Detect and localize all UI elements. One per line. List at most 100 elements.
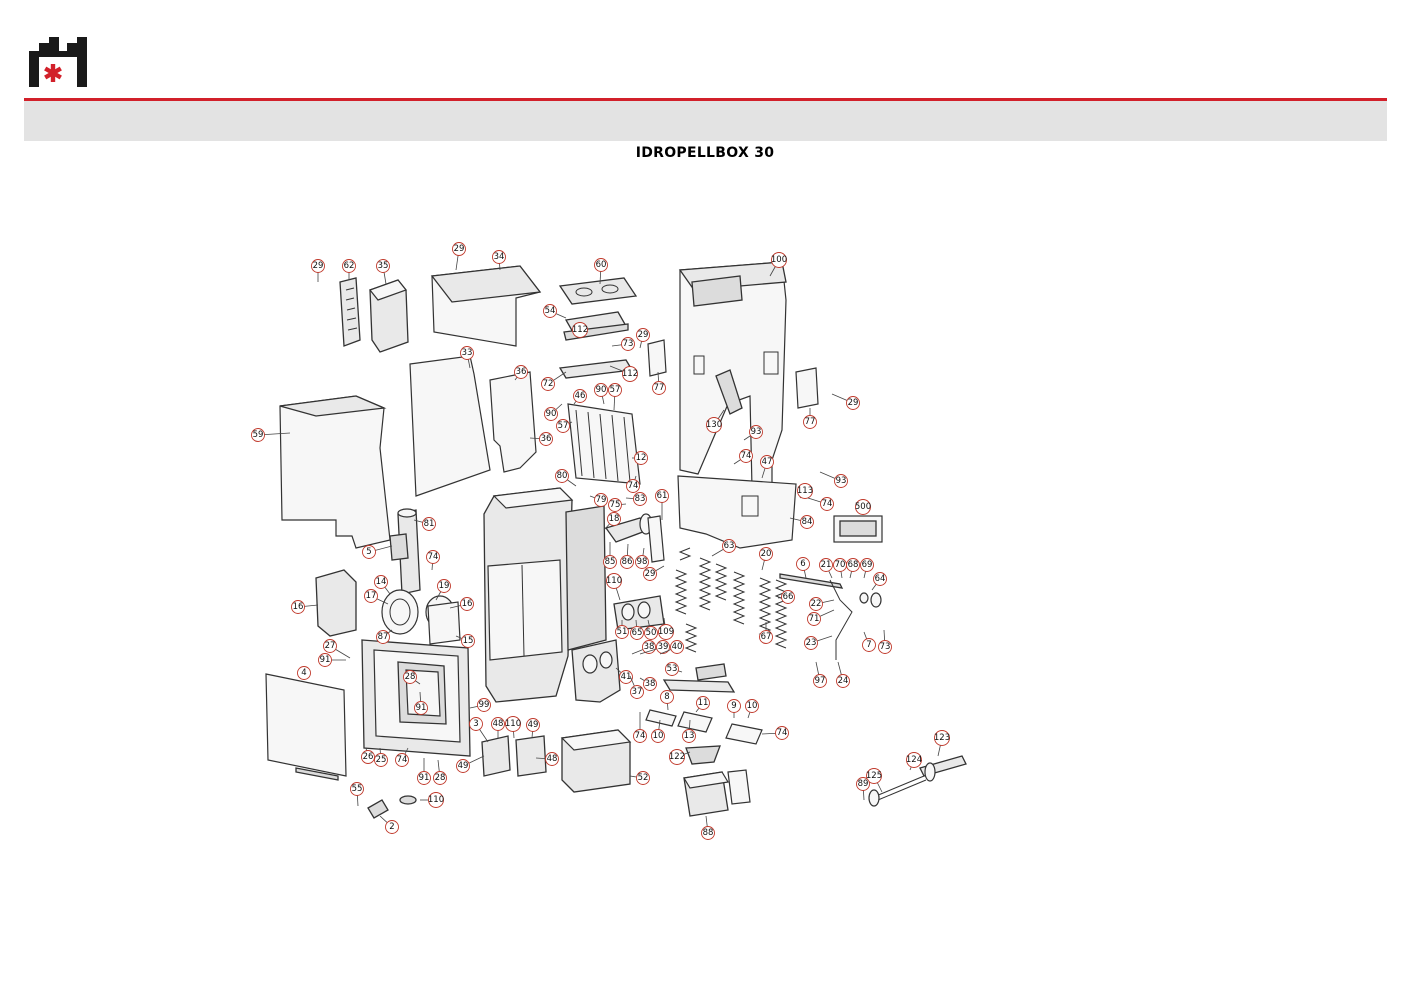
callout-100: 100 <box>769 252 787 277</box>
callout-label: 59 <box>253 430 264 440</box>
callout-65: 65 <box>630 619 644 640</box>
callout-75: 75 <box>608 498 627 512</box>
callout-circle <box>878 640 892 654</box>
callout-circle <box>696 696 710 710</box>
callout-label: 85 <box>605 557 616 567</box>
callout-label: 29 <box>848 398 859 408</box>
callout-label: 98 <box>637 557 648 567</box>
callout-circle <box>461 634 475 648</box>
callout-46: 46 <box>573 389 587 405</box>
callout-67: 67 <box>759 622 773 644</box>
callout-93: 93 <box>819 471 848 488</box>
callout-label: 16 <box>462 599 473 609</box>
callout-39: 39 <box>639 640 670 655</box>
callout-label: 29 <box>638 330 649 340</box>
callout-86: 86 <box>620 543 634 569</box>
callout-label: 110 <box>606 576 622 586</box>
callout-circle <box>796 557 810 571</box>
callout-circle <box>633 492 647 506</box>
callout-51: 51 <box>615 620 629 639</box>
callout-label: 16 <box>293 602 304 612</box>
callout-73: 73 <box>611 337 635 351</box>
callout-label: 57 <box>558 421 569 431</box>
callout-label: 38 <box>644 642 655 652</box>
callout-label: 99 <box>479 700 490 710</box>
callout-label: 124 <box>906 755 922 765</box>
callout-label: 112 <box>572 325 588 335</box>
callout-label: 14 <box>376 577 387 587</box>
callout-77: 77 <box>652 371 666 395</box>
callout-circle <box>862 638 876 652</box>
callout-40: 40 <box>659 640 684 655</box>
callout-74: 74 <box>761 726 789 740</box>
callout-circle <box>636 328 650 342</box>
callout-label: 49 <box>458 761 469 771</box>
callout-label: 46 <box>575 391 586 401</box>
company-logo <box>29 37 87 87</box>
callout-label: 73 <box>623 339 634 349</box>
callout-circle <box>376 259 390 273</box>
callout-label: 29 <box>645 569 656 579</box>
callout-label: 74 <box>428 552 439 562</box>
callout-circle <box>759 630 773 644</box>
callout-8: 8 <box>660 690 674 711</box>
callout-circle <box>460 346 474 360</box>
callout-circle <box>635 555 649 569</box>
callout-label: 25 <box>376 755 387 765</box>
callout-circle <box>621 337 635 351</box>
callout-label: 64 <box>875 574 886 584</box>
callout-circle <box>836 674 850 688</box>
callout-label: 130 <box>706 420 722 430</box>
callout-124: 124 <box>906 752 922 771</box>
callout-69: 69 <box>860 558 874 579</box>
callout-label: 17 <box>366 591 377 601</box>
callout-label: 37 <box>632 687 643 697</box>
callout-label: 21 <box>821 560 832 570</box>
callout-label: 28 <box>405 672 416 682</box>
callout-circle <box>809 597 823 611</box>
callout-49: 49 <box>526 718 540 739</box>
callout-38: 38 <box>639 677 657 691</box>
callout-97: 97 <box>813 661 827 688</box>
callout-circle <box>622 366 638 382</box>
callout-label: 91 <box>416 703 427 713</box>
callout-circle <box>251 428 265 442</box>
callout-48: 48 <box>491 717 505 738</box>
callout-90: 90 <box>594 383 608 405</box>
callout-29: 29 <box>452 242 466 271</box>
callout-circle <box>428 792 444 808</box>
callout-27: 27 <box>323 639 351 659</box>
callout-label: 90 <box>596 385 607 395</box>
callout-label: 110 <box>428 795 444 805</box>
callout-label: 74 <box>777 728 788 738</box>
callout-14: 14 <box>374 575 391 595</box>
callout-89: 89 <box>856 777 870 801</box>
callout-circle <box>656 640 670 654</box>
header-red-rule <box>24 98 1387 101</box>
callout-4: 4 <box>297 666 311 680</box>
callout-label: 24 <box>838 676 849 686</box>
callout-circle <box>311 259 325 273</box>
callout-label: 84 <box>802 517 813 527</box>
callout-circle <box>626 479 640 493</box>
callout-9: 9 <box>727 699 741 718</box>
callout-16: 16 <box>449 597 474 611</box>
callout-34: 34 <box>492 250 506 271</box>
callout-49: 49 <box>456 755 485 773</box>
callout-circle <box>706 417 722 433</box>
callout-16: 16 <box>291 600 319 614</box>
callout-circle <box>643 677 657 691</box>
callout-circle <box>797 483 813 499</box>
callout-130: 130 <box>706 409 725 433</box>
callout-23: 23 <box>804 635 833 650</box>
callout-circle <box>452 242 466 256</box>
callout-33: 33 <box>460 346 474 369</box>
callout-label: 62 <box>344 261 355 271</box>
callout-87: 87 <box>376 629 393 644</box>
callout-label: 29 <box>313 261 324 271</box>
callout-53: 53 <box>665 662 683 676</box>
callout-label: 93 <box>751 427 762 437</box>
callout-12: 12 <box>632 451 648 465</box>
callout-circle <box>505 716 521 732</box>
